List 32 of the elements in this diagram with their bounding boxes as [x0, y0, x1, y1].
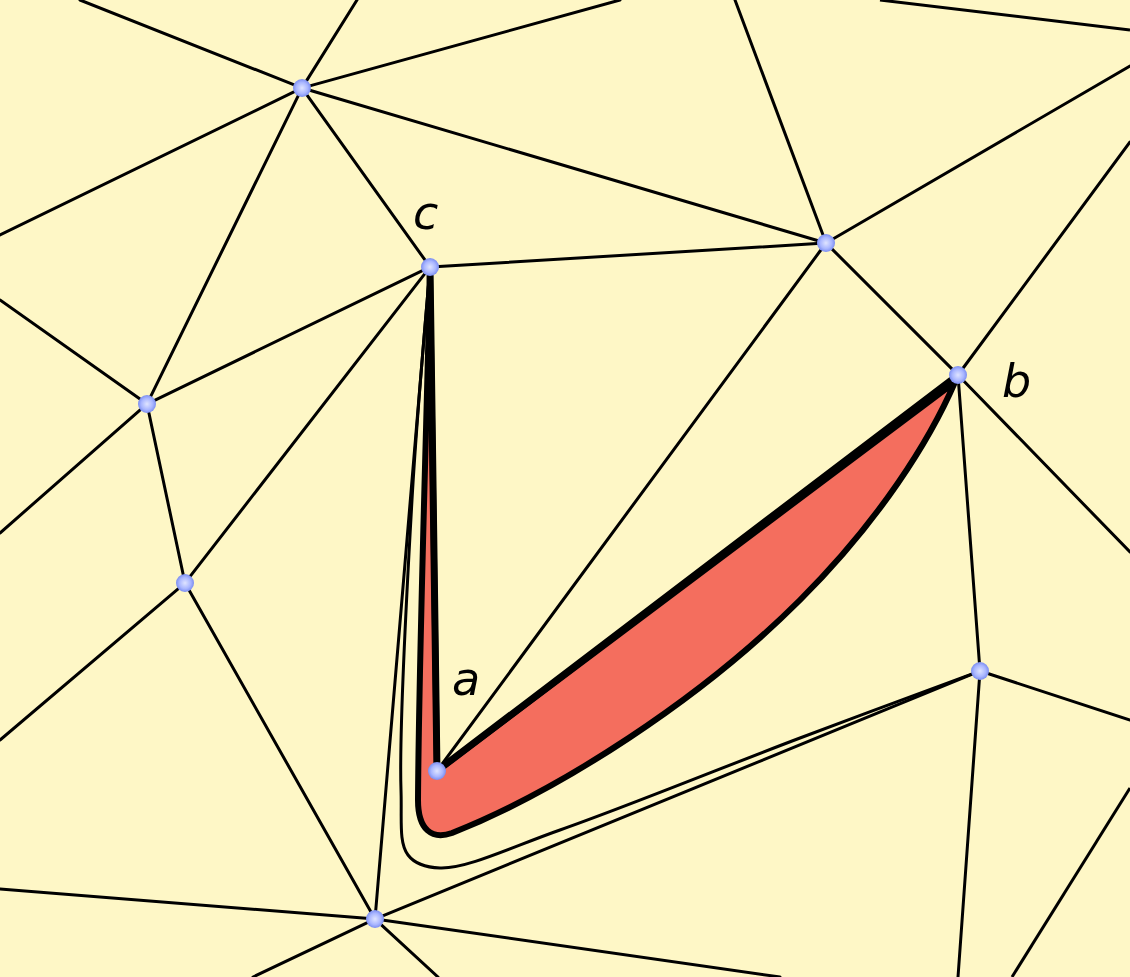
- mesh-edge: [956, 678, 981, 977]
- mesh-edge: [0, 408, 142, 535]
- mesh-edge: [957, 382, 981, 664]
- mesh-edge: [437, 242, 819, 268]
- mesh-edge: [189, 272, 426, 578]
- mesh-edge: [251, 921, 369, 977]
- mesh-edge: [381, 672, 974, 918]
- mesh-edge: [309, 89, 819, 242]
- mesh-edge: [0, 298, 142, 401]
- mesh-edge: [733, 0, 825, 237]
- mesh-edge: [305, 0, 359, 82]
- mesh-edge: [440, 248, 823, 766]
- mesh-edge: [962, 379, 1130, 554]
- mesh-edge: [187, 589, 373, 913]
- mesh-edge: [0, 587, 180, 742]
- vertex-label: c: [413, 190, 439, 236]
- mesh-edge: [153, 269, 424, 402]
- vertex-label: b: [1002, 358, 1032, 404]
- vertex-label: a: [452, 656, 481, 702]
- mesh-edge: [987, 672, 1130, 722]
- mesh-edge: [382, 918, 782, 977]
- mesh-edge: [149, 94, 300, 398]
- mesh-edge: [78, 0, 296, 87]
- mesh-edge: [0, 90, 296, 237]
- mesh-edge: [309, 0, 622, 88]
- mesh-edge: [305, 93, 427, 262]
- mesh-edge: [0, 887, 368, 920]
- mesh-edge: [147, 411, 185, 576]
- mesh-edge: [380, 923, 440, 977]
- mesh-edge: [832, 64, 1130, 240]
- mesh-edge: [830, 247, 954, 371]
- mesh-edge: [961, 140, 1130, 370]
